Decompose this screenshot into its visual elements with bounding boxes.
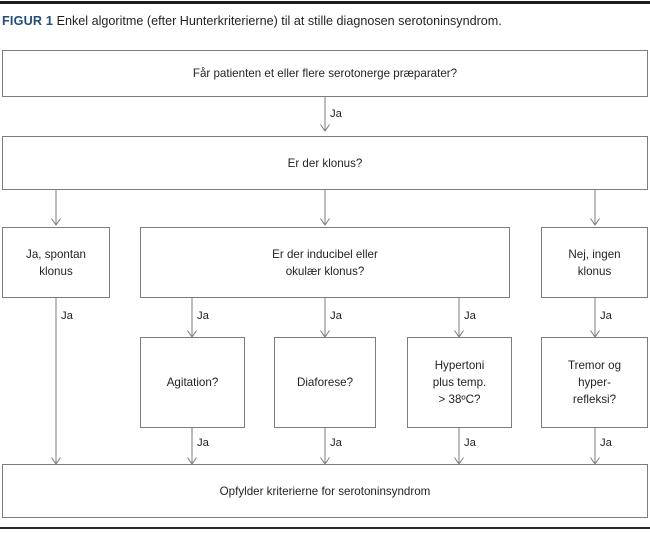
connector-ingen-to-tremor <box>590 298 600 338</box>
node-ja-spontan-klonus-line1: Ja, spontan <box>26 247 86 261</box>
node-hypertoni-temp-line1: Hypertoni <box>434 359 485 372</box>
edge-label-inducible-to-agitation: Ja <box>197 310 209 322</box>
node-opfylder-kriterierne: Opfylder kriterierne for serotoninsyndro… <box>2 464 648 518</box>
connector-clonus-to-ingen <box>590 190 600 226</box>
connector-clonus-to-inducible <box>320 190 330 226</box>
node-ja-spontan-klonus: Ja, spontan klonus <box>2 227 110 298</box>
edge-label-agitation-to-result: Ja <box>197 437 209 449</box>
node-tremor-hyperrefleksi-line1: Tremor og <box>567 359 622 372</box>
connector-agitation-to-result <box>187 428 197 465</box>
connector-inducible-to-agitation <box>187 298 197 338</box>
node-nej-ingen-klonus: Nej, ingen klonus <box>541 227 648 298</box>
connector-tremor-to-result <box>590 428 600 465</box>
node-hypertoni-temp-line3: > 38ºC? <box>438 393 481 406</box>
connector-inducible-to-hypertoni <box>454 298 464 338</box>
connector-spontan-to-result <box>51 298 61 465</box>
node-ja-spontan-klonus-line2: klonus <box>39 264 73 278</box>
connector-diaforese-to-result <box>320 428 330 465</box>
edge-label-hypertoni-to-result: Ja <box>464 437 476 449</box>
edge-label-inducible-to-hypertoni: Ja <box>464 310 476 322</box>
node-tremor-hyperrefleksi-line2: hyper- <box>578 376 611 389</box>
edge-label-spontan-to-result: Ja <box>61 310 73 322</box>
edge-label-tremor-to-result: Ja <box>600 437 612 449</box>
figure-caption: FIGUR 1 Enkel algoritme (efter Hunterkri… <box>2 13 648 29</box>
node-diaforese: Diaforese? <box>274 337 376 428</box>
connector-clonus-to-spontan <box>51 190 61 226</box>
node-hypertoni-temp: Hypertoni plus temp. > 38ºC? <box>407 337 512 428</box>
figure-label: FIGUR 1 <box>2 14 54 28</box>
connector-inducible-to-diaforese <box>320 298 330 338</box>
node-er-der-klonus: Er der klonus? <box>2 136 648 190</box>
edge-label-drugs-to-clonus: Ja <box>330 108 342 120</box>
node-serotonerge-praeparater-text: Får patienten et eller flere serotonerge… <box>192 67 458 80</box>
node-tremor-hyperrefleksi-line3: refleksi? <box>572 393 617 406</box>
node-er-der-klonus-text: Er der klonus? <box>287 156 363 170</box>
edge-label-ingen-to-tremor: Ja <box>600 310 612 322</box>
top-divider <box>0 1 650 4</box>
node-nej-ingen-klonus-line1: Nej, ingen <box>568 247 621 261</box>
node-agitation: Agitation? <box>140 337 245 428</box>
edge-label-diaforese-to-result: Ja <box>330 437 342 449</box>
node-serotonerge-praeparater: Får patienten et eller flere serotonerge… <box>2 50 648 97</box>
connector-drugs-to-clonus <box>320 97 330 132</box>
node-hypertoni-temp-line2: plus temp. <box>432 376 487 389</box>
node-tremor-hyperrefleksi: Tremor og hyper- refleksi? <box>541 337 648 428</box>
edge-label-inducible-to-diaforese: Ja <box>330 310 342 322</box>
figure-caption-text: Enkel algoritme (efter Hunterkriterierne… <box>56 14 502 28</box>
connector-hypertoni-to-result <box>454 428 464 465</box>
node-nej-ingen-klonus-line2: klonus <box>577 264 612 278</box>
node-opfylder-kriterierne-text: Opfylder kriterierne for serotoninsyndro… <box>219 484 431 498</box>
node-inducibel-okulaer-klonus-line2: okulær klonus? <box>285 264 365 278</box>
node-inducibel-okulaer-klonus: Er der inducibel eller okulær klonus? <box>140 227 510 298</box>
bottom-divider <box>0 527 650 529</box>
node-agitation-text: Agitation? <box>166 376 219 389</box>
node-inducibel-okulaer-klonus-line1: Er der inducibel eller <box>272 247 378 261</box>
node-diaforese-text: Diaforese? <box>296 376 354 389</box>
